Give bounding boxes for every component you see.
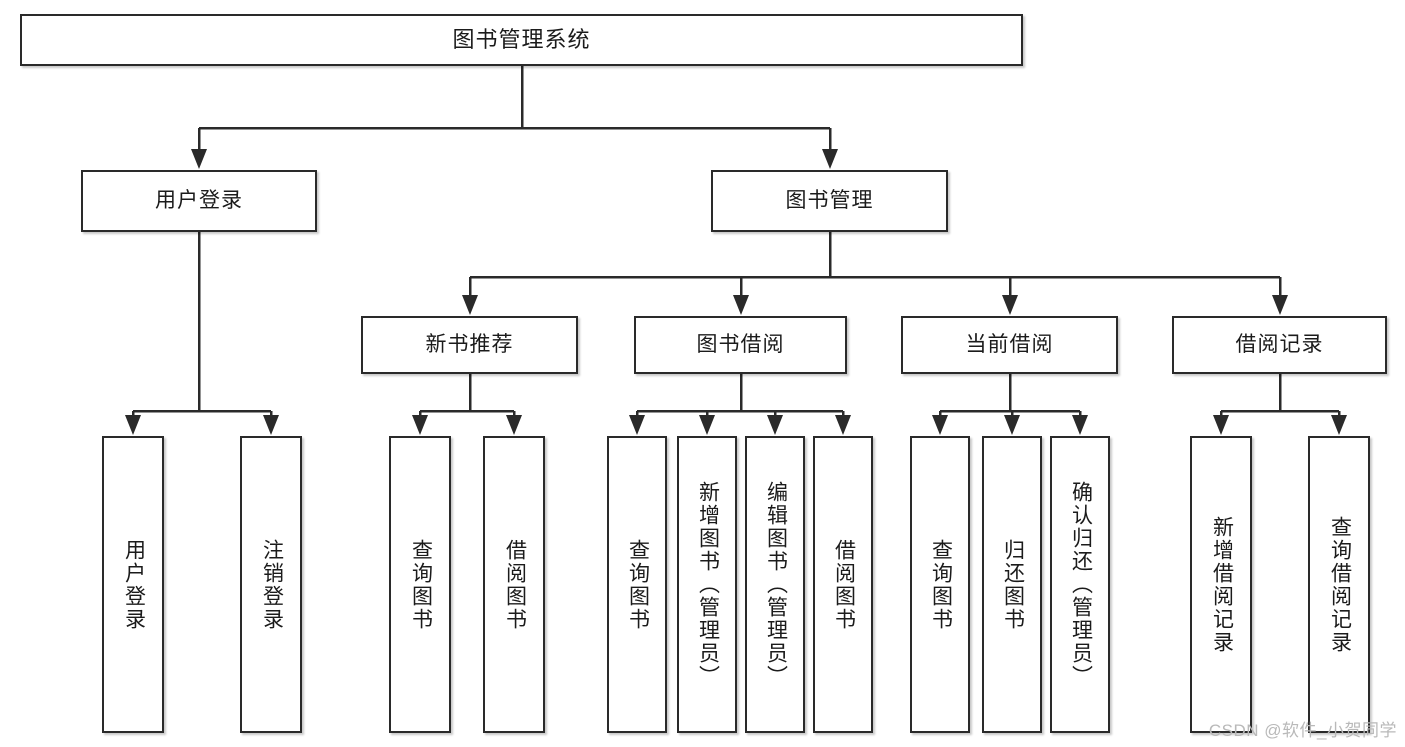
- node-label: 当前借阅: [965, 333, 1054, 357]
- node-leaf-query-book-2[interactable]: 查询图书: [607, 436, 667, 733]
- node-leaf-query-record[interactable]: 查询借阅记录: [1308, 436, 1370, 733]
- node-leaf-query-book-1[interactable]: 查询图书: [389, 436, 451, 733]
- watermark-label: CSDN @软件_小贺同学: [1208, 721, 1397, 740]
- node-label: 查询图书: [626, 538, 650, 631]
- node-leaf-add-record[interactable]: 新增借阅记录: [1190, 436, 1252, 733]
- node-leaf-edit-book[interactable]: 编辑图书（管理员）: [745, 436, 805, 733]
- node-borrow[interactable]: 图书借阅: [634, 316, 847, 374]
- node-leaf-query-book-3[interactable]: 查询图书: [910, 436, 970, 733]
- node-label: 查询图书: [409, 538, 433, 631]
- node-leaf-return-book[interactable]: 归还图书: [982, 436, 1042, 733]
- node-label: 新增图书（管理员）: [696, 481, 720, 688]
- node-label: 借阅记录: [1235, 333, 1324, 357]
- node-newbook[interactable]: 新书推荐: [361, 316, 578, 374]
- node-root[interactable]: 图书管理系统: [20, 14, 1023, 66]
- node-label: 查询借阅记录: [1328, 515, 1352, 654]
- node-leaf-add-book[interactable]: 新增图书（管理员）: [677, 436, 737, 733]
- node-bookmgmt[interactable]: 图书管理: [711, 170, 948, 232]
- node-login[interactable]: 用户登录: [81, 170, 317, 232]
- node-label: 借阅图书: [503, 538, 527, 631]
- node-label: 借阅图书: [832, 538, 856, 631]
- node-label: 用户登录: [122, 538, 146, 631]
- node-label: 新增借阅记录: [1210, 515, 1234, 654]
- node-label: 图书管理系统: [452, 26, 591, 52]
- node-label: 查询图书: [929, 538, 953, 631]
- node-label: 确认归还（管理员）: [1069, 481, 1093, 688]
- node-leaf-confirm-return[interactable]: 确认归还（管理员）: [1050, 436, 1110, 733]
- node-leaf-user-login[interactable]: 用户登录: [102, 436, 164, 733]
- node-label: 图书管理: [785, 189, 874, 213]
- node-leaf-borrow-book-1[interactable]: 借阅图书: [483, 436, 545, 733]
- node-label: 编辑图书（管理员）: [764, 481, 788, 688]
- node-leaf-borrow-book-2[interactable]: 借阅图书: [813, 436, 873, 733]
- node-records[interactable]: 借阅记录: [1172, 316, 1387, 374]
- node-label: 用户登录: [155, 189, 243, 213]
- node-current[interactable]: 当前借阅: [901, 316, 1118, 374]
- node-label: 图书借阅: [696, 333, 785, 357]
- node-label: 归还图书: [1001, 538, 1025, 631]
- node-label: 注销登录: [260, 538, 284, 631]
- node-leaf-user-logout[interactable]: 注销登录: [240, 436, 302, 733]
- node-label: 新书推荐: [425, 333, 514, 357]
